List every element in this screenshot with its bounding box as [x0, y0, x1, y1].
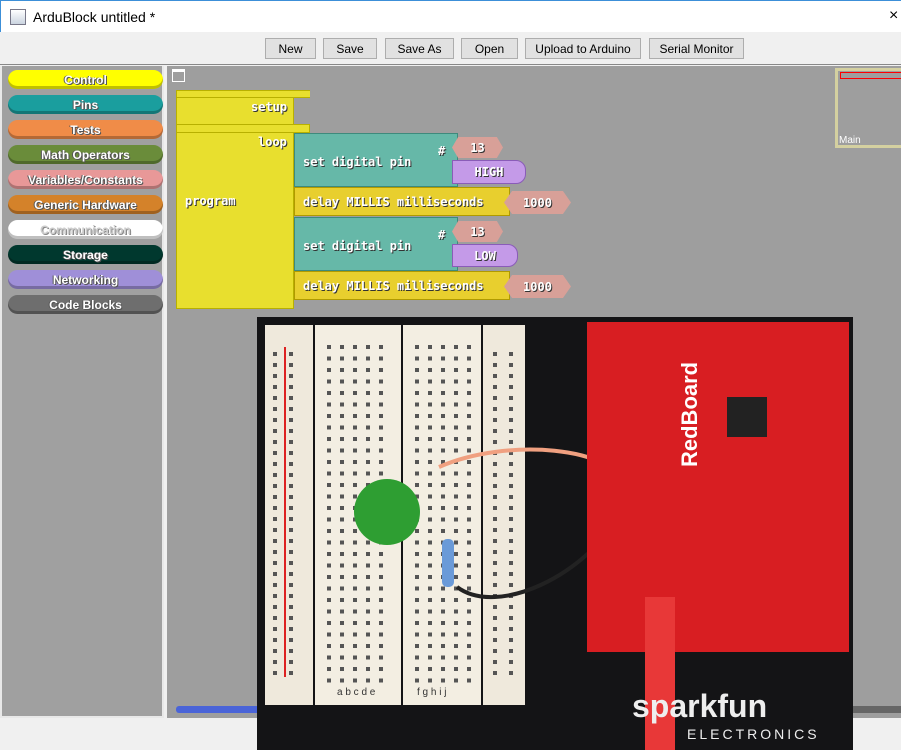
setup-label: setup — [251, 100, 288, 114]
hash-label: # — [438, 228, 446, 242]
redboard-label: RedBoard — [677, 362, 702, 467]
close-icon[interactable]: × — [889, 7, 899, 24]
minimap[interactable]: Main — [835, 68, 901, 148]
block-label: delay MILLIS milliseconds — [303, 279, 484, 293]
serial-monitor-button[interactable]: Serial Monitor — [649, 38, 744, 59]
palette-variables-constants[interactable]: Variables/Constants — [8, 170, 163, 189]
pin-number-block[interactable]: 13 — [452, 137, 503, 158]
palette-math-operators[interactable]: Math Operators — [8, 145, 163, 164]
window-title: ArduBlock untitled * — [33, 9, 156, 25]
palette-storage[interactable]: Storage — [8, 245, 163, 264]
arduino-breadboard-photo: a b c d e f g h i j RedBoard sparkfun EL… — [257, 317, 853, 750]
title-bar: ArduBlock untitled * × — [0, 0, 901, 32]
scrollbar-track[interactable] — [852, 706, 901, 713]
palette-control[interactable]: Control — [8, 70, 163, 89]
power-rail-right — [483, 325, 525, 705]
resistor — [442, 539, 454, 587]
setup-top — [176, 90, 310, 98]
sparkfun-logo: sparkfun — [632, 688, 767, 724]
set-digital-pin-block[interactable]: set digital pin # — [294, 133, 458, 187]
power-rail-left — [265, 325, 313, 705]
columns-left-label: a b c d e — [337, 687, 376, 698]
delay-block[interactable]: delay MILLIS milliseconds — [294, 187, 510, 216]
loop-label: loop — [258, 135, 287, 149]
photo-illustration: a b c d e f g h i j RedBoard sparkfun EL… — [265, 322, 849, 750]
palette-tests[interactable]: Tests — [8, 120, 163, 139]
columns-right-label: f g h i j — [417, 687, 446, 698]
hash-label: # — [438, 144, 446, 158]
block-label: set digital pin — [303, 239, 412, 253]
splitter[interactable] — [164, 66, 167, 718]
set-digital-pin-block[interactable]: set digital pin # — [294, 217, 458, 271]
new-button[interactable]: New — [265, 38, 316, 59]
sparkfun-sub-logo: ELECTRONICS — [687, 726, 820, 742]
toolbar: New Save Save As Open Upload to Arduino … — [0, 32, 901, 65]
open-button[interactable]: Open — [461, 38, 518, 59]
microcontroller-chip — [727, 397, 767, 437]
save-button[interactable]: Save — [323, 38, 377, 59]
palette-pins[interactable]: Pins — [8, 95, 163, 114]
block-label: set digital pin — [303, 155, 412, 169]
redboard — [587, 322, 849, 652]
delay-ms-block[interactable]: 1000 — [504, 275, 571, 298]
green-led — [354, 479, 420, 545]
minimap-label: Main — [839, 135, 861, 146]
palette-generic-hardware[interactable]: Generic Hardware — [8, 195, 163, 214]
block-label: delay MILLIS milliseconds — [303, 195, 484, 209]
palette-communication[interactable]: Communication — [8, 220, 163, 239]
usb-cable — [645, 597, 675, 750]
upload-button[interactable]: Upload to Arduino — [525, 38, 641, 59]
horizontal-scrollbar[interactable] — [176, 706, 266, 713]
collapse-icon[interactable] — [172, 69, 185, 82]
delay-block[interactable]: delay MILLIS milliseconds — [294, 271, 510, 300]
program-label: program — [185, 194, 236, 208]
pin-number-block[interactable]: 13 — [452, 221, 503, 242]
low-value-block[interactable]: LOW — [452, 244, 518, 267]
save-as-button[interactable]: Save As — [385, 38, 454, 59]
palette-code-blocks[interactable]: Code Blocks — [8, 295, 163, 314]
palette-networking[interactable]: Networking — [8, 270, 163, 289]
delay-ms-block[interactable]: 1000 — [504, 191, 571, 214]
minimap-viewport[interactable] — [840, 72, 901, 79]
high-value-block[interactable]: HIGH — [452, 160, 526, 184]
java-app-icon — [10, 9, 26, 25]
setup-bottom — [176, 124, 310, 133]
